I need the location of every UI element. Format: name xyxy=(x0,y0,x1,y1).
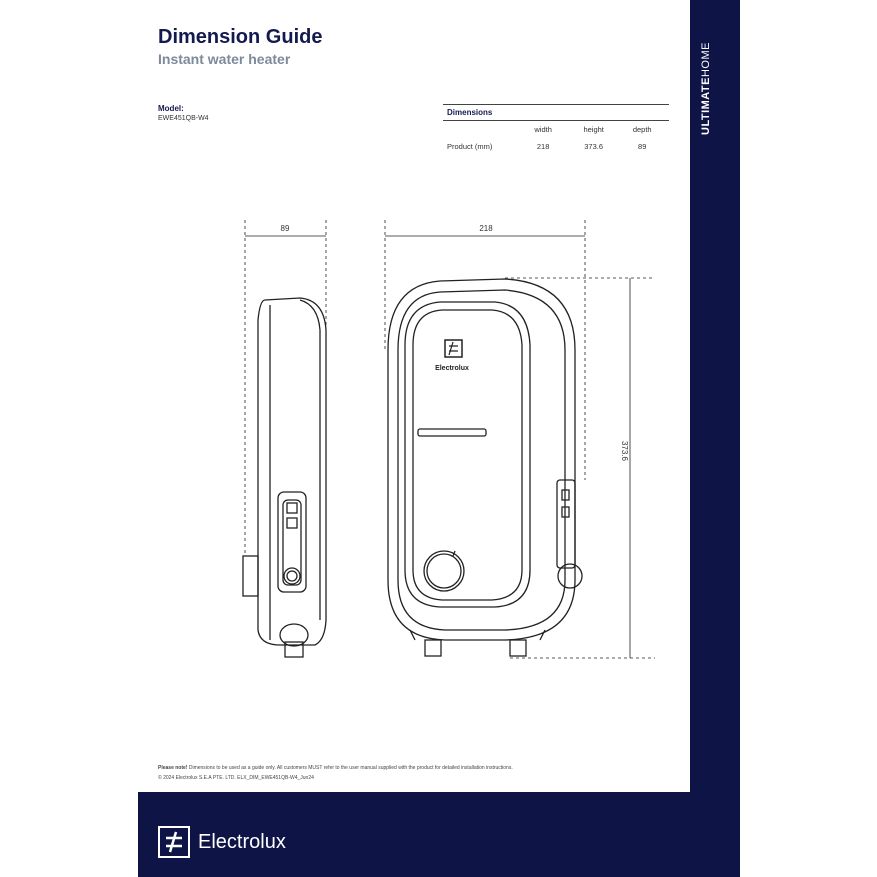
note-bold: Please note! xyxy=(158,765,188,771)
col-width: width xyxy=(534,125,552,134)
width-label: 218 xyxy=(479,224,493,233)
value-width: 218 xyxy=(536,142,550,151)
model-label: Model: xyxy=(158,104,184,113)
page-subtitle: Instant water heater xyxy=(158,51,291,67)
height-dimension: 373.6 xyxy=(505,277,655,659)
footer-brand: Electrolux xyxy=(198,830,286,853)
value-depth: 89 xyxy=(638,142,647,151)
electrolux-logo: Electrolux xyxy=(158,826,286,858)
table-header-row: width height depth xyxy=(443,121,669,138)
document-page xyxy=(138,0,740,877)
footer-band xyxy=(138,792,740,877)
front-view: Electrolux xyxy=(387,278,583,657)
disclaimer-note: Please note! Dimensions to be used as a … xyxy=(158,765,513,771)
height-label: 373.6 xyxy=(620,441,629,462)
note-text: Dimensions to be used as a guide only. A… xyxy=(187,765,513,771)
copyright: © 2024 Electrolux S.E.A PTE. LTD. ELX_DI… xyxy=(158,775,314,781)
unit-brand-label: Electrolux xyxy=(435,365,469,372)
electrolux-logo-icon xyxy=(158,826,190,858)
table-row: Product (mm) 218 373.6 89 xyxy=(443,138,669,155)
sidebar-band xyxy=(690,0,740,877)
model-value: EWE451QB-W4 xyxy=(158,115,209,122)
depth-label: 89 xyxy=(281,224,290,233)
side-view xyxy=(242,297,327,658)
dimensions-table: Dimensions width height depth Product (m… xyxy=(443,104,669,155)
value-height: 373.6 xyxy=(584,142,604,151)
row-label: Product (mm) xyxy=(447,142,493,151)
col-depth: depth xyxy=(632,125,652,134)
col-height: height xyxy=(583,125,604,134)
depth-dimension: 89 xyxy=(244,220,327,555)
dimensions-heading: Dimensions xyxy=(447,108,493,117)
page-title: Dimension Guide xyxy=(158,26,323,48)
width-dimension: 218 xyxy=(384,220,586,480)
